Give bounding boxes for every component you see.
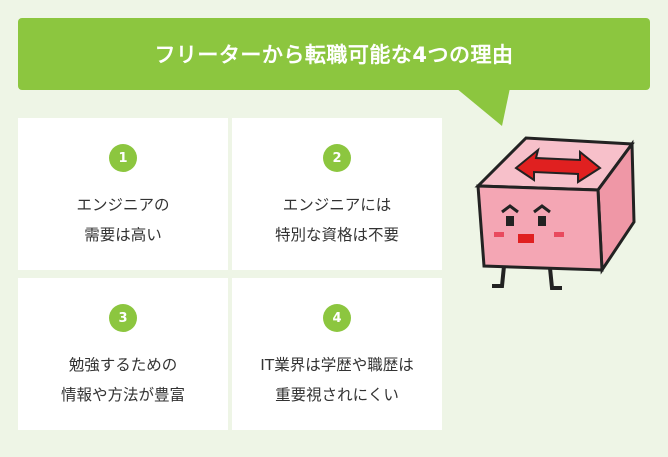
- reason-text-line: 特別な資格は不要: [274, 226, 399, 244]
- reason-number-badge: 1: [109, 144, 137, 172]
- reason-text: エンジニアの 需要は高い: [76, 190, 169, 250]
- banner-title: フリーターから転職可能な4つの理由: [154, 43, 514, 67]
- pink-box-character-icon: [474, 136, 636, 290]
- reason-text-line: 需要は高い: [84, 226, 162, 244]
- reason-card-3: 3 勉強するための 情報や方法が豊富: [18, 278, 228, 430]
- reason-text-line: 情報や方法が豊富: [60, 386, 185, 404]
- title-banner: フリーターから転職可能な4つの理由: [18, 18, 650, 90]
- reason-text-line: エンジニアの: [76, 196, 170, 214]
- reason-card-2: 2 エンジニアには 特別な資格は不要: [232, 118, 442, 270]
- reason-text-line: 重要視されにくい: [275, 386, 399, 404]
- reason-text: IT業界は学歴や職歴は 重要視されにくい: [260, 350, 414, 410]
- reason-text: 勉強するための 情報や方法が豊富: [61, 350, 185, 410]
- reason-text-line: エンジニアには: [282, 196, 392, 214]
- reason-card-1: 1 エンジニアの 需要は高い: [18, 118, 228, 270]
- reason-number-badge: 2: [323, 144, 351, 172]
- reason-number-badge: 4: [323, 304, 351, 332]
- reason-card-4: 4 IT業界は学歴や職歴は 重要視されにくい: [232, 278, 442, 430]
- reason-text-line: 勉強するための: [68, 356, 178, 374]
- speech-bubble-tail: [456, 88, 510, 126]
- reason-number-badge: 3: [109, 304, 137, 332]
- reason-text-line: IT業界は学歴や職歴は: [260, 356, 414, 374]
- reason-text: エンジニアには 特別な資格は不要: [275, 190, 399, 250]
